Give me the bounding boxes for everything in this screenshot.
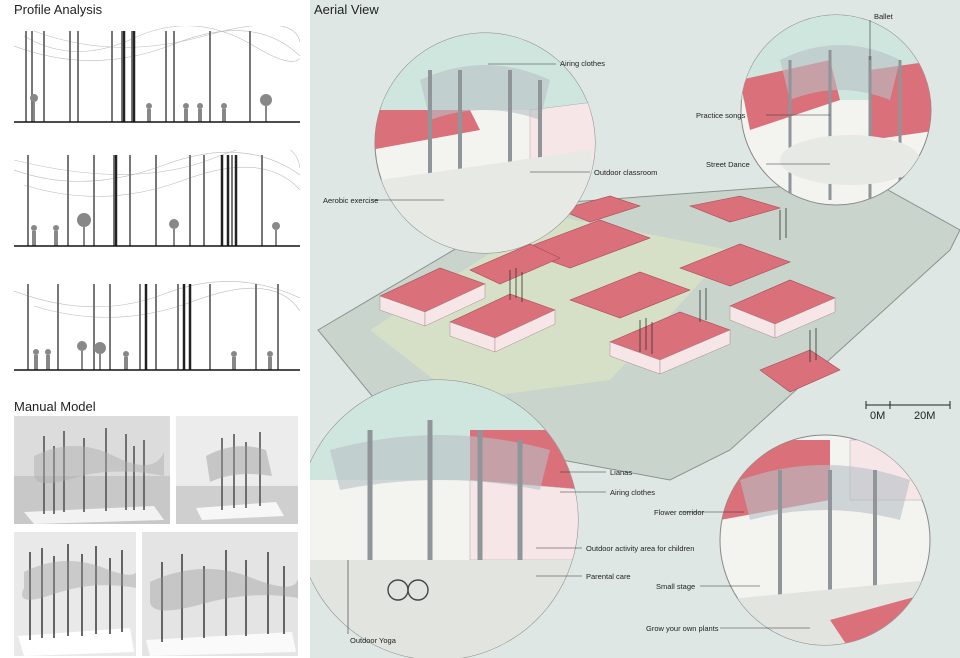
model-photo-4 [142,532,298,656]
callout-airing-clothes-top: Airing clothes [560,59,606,68]
model-photo-3 [14,532,136,656]
scale-end-label: 20M [914,410,936,422]
callout-outdoor-classroom: Outdoor classroom [594,168,658,177]
bubble-flower-corridor [719,434,931,646]
bubble-children-area [310,379,579,658]
callout-grow-plants: Grow your own plants [646,624,719,633]
aerial-view-panel: Aerial View Airing clothes Outdoor class… [310,0,960,658]
callout-small-stage: Small stage [656,582,696,591]
scale-bar [865,401,951,409]
leader-lines [347,20,871,634]
callout-lianas: Lianas [610,468,633,477]
callout-parental-care: Parental care [586,572,631,581]
callout-practice-songs: Practice songs [696,111,746,120]
left-panel: Profile Analysis [0,0,310,658]
building-roofs [379,195,841,393]
callout-airing-clothes-bottom: Airing clothes [610,488,656,497]
callout-outdoor-activity-children: Outdoor activity area for children [586,544,695,553]
model-photo-2 [176,416,298,524]
profile-section-1 [14,26,300,123]
callout-aerobic-exercise: Aerobic exercise [323,196,379,205]
aerial-illustration [310,14,960,658]
scale-start-label: 0M [870,410,886,422]
bubble-ballet [740,14,932,206]
building-walls [379,283,836,375]
callout-flower-corridor: Flower corridor [654,508,705,517]
manual-model-title: Manual Model [14,399,96,414]
profile-section-3 [14,281,300,371]
profile-analysis-title: Profile Analysis [14,2,103,17]
callout-street-dance: Street Dance [706,160,750,169]
profile-section-2 [14,150,300,247]
callout-outdoor-yoga: Outdoor Yoga [350,636,396,645]
callout-ballet: Ballet [874,12,893,21]
model-photo-1 [14,416,170,524]
aerial-view-title: Aerial View [314,2,379,17]
grass-area [370,215,730,400]
pole-structures [509,208,817,362]
